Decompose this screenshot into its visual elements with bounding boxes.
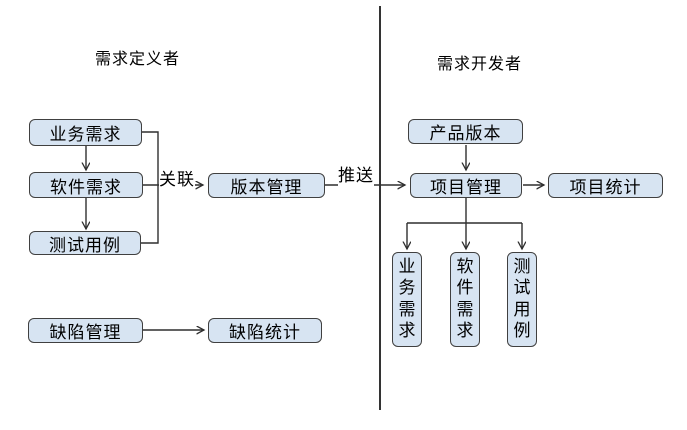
right-section-title: 需求开发者 bbox=[437, 54, 523, 73]
node-project-statistics: 项目统计 bbox=[548, 173, 663, 198]
edge-label-associate: 关联 bbox=[159, 165, 195, 190]
node-version-management: 版本管理 bbox=[208, 173, 325, 198]
node-business-requirements: 业务需求 bbox=[29, 119, 142, 146]
node-defect-statistics: 缺陷统计 bbox=[208, 318, 322, 343]
node-business-requirements-vertical: 业务需求 bbox=[392, 252, 422, 347]
node-project-management: 项目管理 bbox=[410, 173, 522, 198]
node-test-cases: 测试用例 bbox=[29, 231, 141, 256]
node-software-requirements-vertical: 软件需求 bbox=[450, 252, 480, 347]
edge-label-push: 推送 bbox=[338, 161, 374, 186]
node-business-requirements-vertical-label: 业务需求 bbox=[398, 257, 416, 341]
edge-fanout-tree bbox=[407, 198, 522, 224]
node-defect-management: 缺陷管理 bbox=[28, 318, 143, 343]
edge-bracket-join bbox=[141, 131, 159, 244]
section-divider-line bbox=[379, 6, 381, 410]
left-section-title: 需求定义者 bbox=[95, 49, 181, 68]
node-test-cases-vertical-label: 测试用例 bbox=[513, 257, 531, 341]
node-test-cases-vertical: 测试用例 bbox=[507, 252, 537, 347]
node-software-requirements: 软件需求 bbox=[29, 172, 143, 198]
node-software-requirements-vertical-label: 软件需求 bbox=[456, 257, 474, 341]
node-product-version: 产品版本 bbox=[408, 119, 523, 144]
